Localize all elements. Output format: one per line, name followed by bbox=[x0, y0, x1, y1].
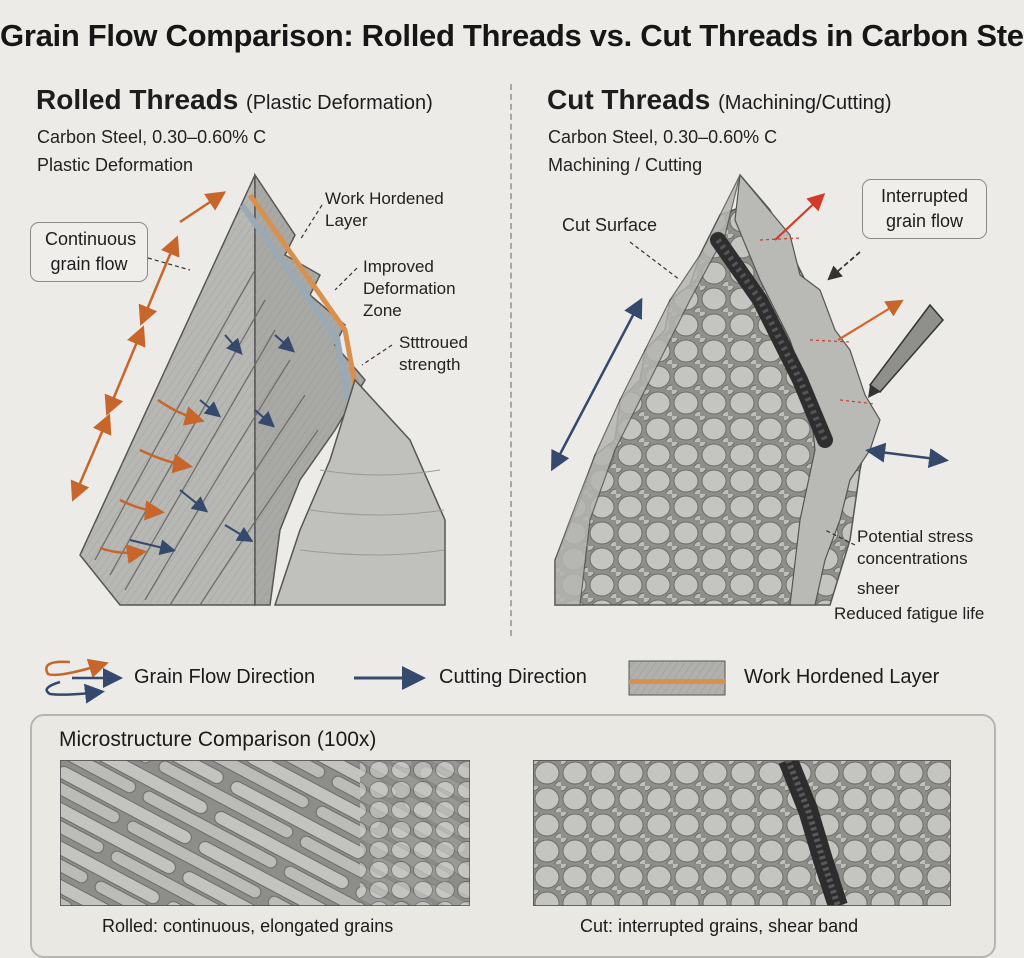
rolled-micrograph bbox=[60, 760, 470, 906]
rolled-leader-lines bbox=[147, 204, 393, 366]
cut-leader-lines bbox=[629, 241, 856, 546]
rolled-heading: Rolled Threads (Plastic Deformation) bbox=[36, 84, 433, 116]
rolled-material: Carbon Steel, 0.30–0.60% C bbox=[37, 127, 267, 147]
rolled-heading-sub: (Plastic Deformation) bbox=[246, 92, 433, 114]
cut-thread-body bbox=[554, 173, 881, 606]
rolled-process: Plastic Deformation bbox=[37, 155, 194, 175]
rolled-micrograph-caption: Rolled: continuous, elongated grains bbox=[102, 916, 394, 936]
cut-annotation-stress: Potential stress concentrations bbox=[857, 527, 974, 568]
cut-thread-illustration bbox=[551, 173, 949, 606]
rolled-thread-body bbox=[79, 172, 446, 606]
work-hardened-legend-swatch bbox=[628, 660, 726, 696]
cut-micrograph bbox=[533, 760, 951, 906]
rolled-annotation-work-hardened: Work Hordened Layer bbox=[325, 189, 444, 230]
rolled-callout: Continuous grain flow bbox=[30, 222, 148, 282]
rolled-heading-main: Rolled Threads bbox=[36, 84, 239, 115]
cut-arrows bbox=[551, 192, 949, 472]
rolled-thread-illustration bbox=[70, 172, 446, 606]
cutting-direction-legend-icon bbox=[354, 666, 426, 690]
cut-annotation-fatigue: Reduced fatigue life bbox=[834, 604, 985, 623]
cut-callout: Interrupted grain flow bbox=[862, 179, 987, 239]
cut-annotation-sheer: sheer bbox=[857, 579, 900, 598]
page-title: Grain Flow Comparison: Rolled Threads vs… bbox=[0, 18, 1024, 53]
rolled-grain-flow-arrows bbox=[70, 191, 227, 564]
rolled-cutting-arrows bbox=[129, 334, 295, 556]
rolled-annotation-strength: Stttroued strength bbox=[399, 333, 468, 374]
cut-material: Carbon Steel, 0.30–0.60% C bbox=[548, 127, 778, 147]
cut-process: Machining / Cutting bbox=[548, 155, 703, 175]
panel-divider bbox=[510, 84, 512, 636]
cut-heading-main: Cut Threads bbox=[547, 84, 711, 115]
cut-heading-sub: (Machining/Cutting) bbox=[718, 92, 892, 114]
legend-work-hardened-label: Work Hordened Layer bbox=[744, 666, 940, 688]
cutting-tool-icon bbox=[868, 303, 944, 398]
legend-cutting-label: Cutting Direction bbox=[439, 666, 587, 688]
cut-micrograph-caption: Cut: interrupted grains, shear band bbox=[580, 916, 859, 936]
cut-heading: Cut Threads (Machining/Cutting) bbox=[547, 84, 892, 116]
legend-grain-flow-label: Grain Flow Direction bbox=[134, 666, 316, 688]
grain-flow-legend-icon bbox=[45, 658, 123, 704]
microstructure-title: Microstructure Comparison (100x) bbox=[59, 728, 377, 751]
rolled-annotation-deformation-zone: Improved Deformation Zone bbox=[363, 257, 456, 320]
cut-annotation-surface: Cut Surface bbox=[562, 215, 658, 235]
